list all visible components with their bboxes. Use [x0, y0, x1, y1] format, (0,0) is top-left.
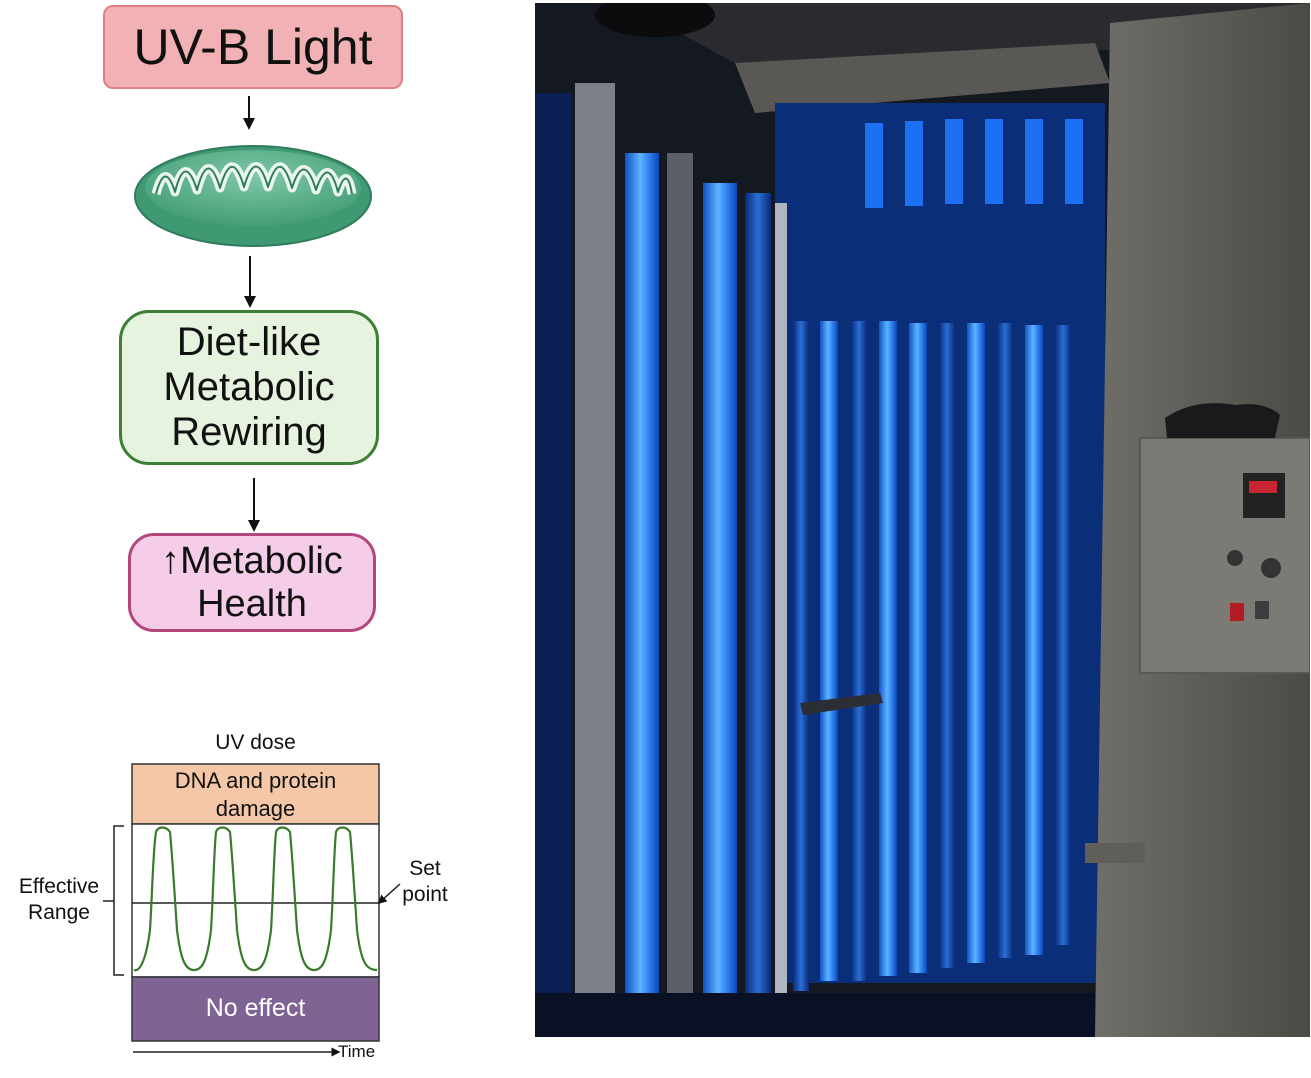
diet-line-1: Diet-like: [176, 320, 322, 365]
diet-line-2: Metabolic: [163, 365, 335, 410]
damage-label-line-1: DNA and protein: [174, 768, 337, 793]
no-effect-zone: [131, 976, 380, 1042]
oscillation-curve: [133, 826, 378, 972]
uv-light-cabinet-photo: [535, 3, 1310, 1037]
uv-dose-title: UV dose: [215, 731, 296, 754]
set-point-line-1: Set: [409, 857, 441, 880]
set-point-pointer: [377, 883, 401, 905]
effective-range-label: Effective Range: [6, 874, 112, 927]
no-effect-label: No effect: [205, 994, 306, 1022]
diet-line-3: Rewiring: [171, 409, 327, 454]
set-point-line-2: point: [402, 883, 448, 907]
health-line-1: ↑Metabolic: [161, 539, 343, 582]
set-point-label: Set point: [393, 856, 457, 909]
uv-b-light-box: UV-B Light: [103, 5, 403, 89]
health-line-2: Health: [197, 582, 307, 625]
effective-line-1: Effective: [18, 875, 100, 898]
damage-label-line-2: damage: [215, 795, 296, 821]
mitochondrion-icon: [134, 145, 372, 247]
diagram-graphics: [103, 96, 401, 1057]
metabolic-health-box: ↑Metabolic Health: [128, 533, 376, 632]
damage-zone-label: DNA and protein damage: [132, 767, 379, 822]
effective-range-bracket: [113, 825, 124, 976]
time-axis-label: Time: [338, 1042, 376, 1061]
effective-line-2: Range: [28, 901, 90, 925]
metabolic-rewiring-box: Diet-like Metabolic Rewiring: [119, 310, 379, 465]
uv-b-light-label: UV-B Light: [133, 19, 373, 75]
effective-zone: [131, 823, 380, 978]
